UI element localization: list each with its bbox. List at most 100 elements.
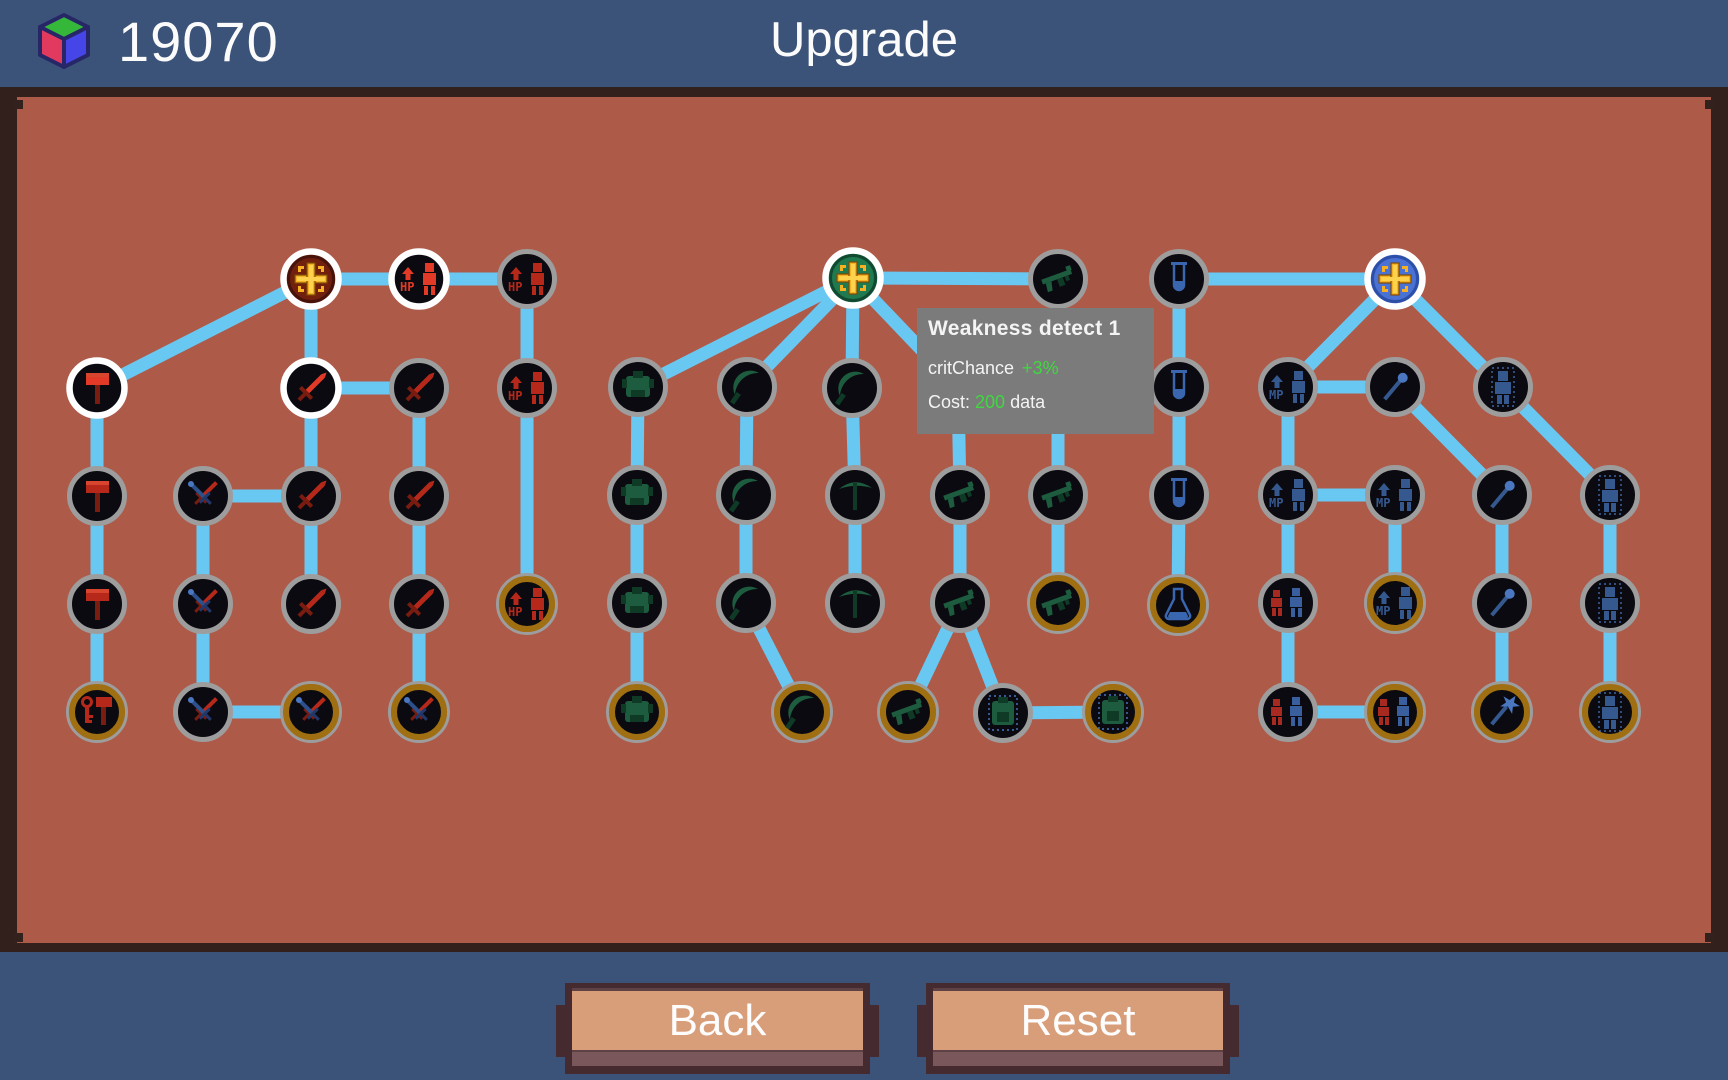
- skill-node-xswords-L13[interactable]: [173, 574, 233, 634]
- svg-text:MP: MP: [1269, 496, 1283, 510]
- skill-node-sword-L10[interactable]: [281, 466, 341, 526]
- tooltip-cost-row: Cost: 200 data: [928, 392, 1046, 412]
- skill-node-hp-L2[interactable]: HP: [388, 248, 450, 310]
- svg-text:HP: HP: [508, 605, 522, 619]
- person-icon: [1491, 367, 1515, 407]
- skill-node-keyhammer-L17[interactable]: [66, 681, 128, 743]
- wand-icon: [1490, 480, 1515, 509]
- armor-icon: [622, 371, 654, 397]
- skill-node-sword-L11[interactable]: [389, 466, 449, 526]
- skill-node-rifle-M23[interactable]: [877, 681, 939, 743]
- skill-node-sword-L5[interactable]: [280, 357, 342, 419]
- skill-node-xswords-L9[interactable]: [173, 466, 233, 526]
- hp-icon: HP: [508, 372, 544, 404]
- skill-node-sickle-M22[interactable]: [771, 681, 833, 743]
- skill-node-cross-R1[interactable]: [1364, 248, 1426, 310]
- skill-node-xswords-L19[interactable]: [280, 681, 342, 743]
- reset-button-label: Reset: [933, 988, 1223, 1050]
- sickle-icon: [784, 695, 814, 730]
- top-bar: 19070 Upgrade: [0, 0, 1728, 87]
- skill-node-sword-L15[interactable]: [389, 574, 449, 634]
- svg-text:MP: MP: [1269, 388, 1283, 402]
- mp-icon: MP: [1269, 371, 1305, 403]
- armor-icon: [621, 479, 653, 505]
- corner-pixel: [1705, 933, 1714, 942]
- skill-node-rifle-M13[interactable]: [1028, 465, 1088, 525]
- erlenmeyer-icon: [1164, 587, 1192, 621]
- wand-icon: [1490, 588, 1515, 617]
- skill-node-wand-R7[interactable]: [1472, 465, 1532, 525]
- skill-node-armor-M21[interactable]: [606, 681, 668, 743]
- rifle-icon: [1041, 589, 1073, 617]
- back-button[interactable]: Back: [556, 983, 879, 1074]
- skill-node-flask-M8[interactable]: [1149, 357, 1209, 417]
- skill-node-person-R4[interactable]: [1473, 357, 1533, 417]
- skill-node-wand-R3[interactable]: [1365, 357, 1425, 417]
- skill-node-hammer-L12[interactable]: [67, 574, 127, 634]
- skill-node-cross-M1[interactable]: [822, 247, 884, 309]
- corner-pixel: [1705, 100, 1714, 109]
- pair-icon: [1378, 697, 1409, 726]
- data-cube-icon: [38, 13, 90, 69]
- skill-node-pair-R13[interactable]: [1258, 682, 1318, 742]
- reset-button[interactable]: Reset: [917, 983, 1239, 1074]
- skill-node-flask-M14[interactable]: [1149, 465, 1209, 525]
- skill-node-xswords-L20[interactable]: [388, 681, 450, 743]
- skill-node-sickle-M5[interactable]: [717, 357, 777, 417]
- skill-node-pair-R9[interactable]: [1258, 573, 1318, 633]
- page-title: Upgrade: [770, 13, 958, 67]
- skill-node-rifle-M2[interactable]: [1028, 249, 1088, 309]
- skill-node-hp-L16[interactable]: HP: [496, 573, 558, 635]
- skill-node-erlenmeyer-M20[interactable]: [1147, 574, 1209, 636]
- keyhammer-icon: [81, 696, 112, 725]
- skill-node-person-R12[interactable]: [1580, 573, 1640, 633]
- tooltip-stat-row: critChance+3%: [928, 358, 1059, 378]
- skill-node-rifle-M19[interactable]: [1027, 572, 1089, 634]
- mp-icon: MP: [1376, 479, 1412, 511]
- skill-node-sword-L6[interactable]: [389, 358, 449, 418]
- sickle-icon: [728, 586, 758, 621]
- xswords-icon: [403, 696, 434, 721]
- skill-node-sword-L14[interactable]: [281, 574, 341, 634]
- skill-link: [94, 273, 314, 394]
- skill-node-armor-M4[interactable]: [608, 357, 668, 417]
- skill-node-sickle-M6[interactable]: [822, 358, 882, 418]
- skill-node-flask-M3[interactable]: [1149, 249, 1209, 309]
- skill-node-mace-R15[interactable]: [1471, 681, 1533, 743]
- skill-node-pair-R14[interactable]: [1364, 681, 1426, 743]
- sickle-icon: [729, 370, 759, 405]
- corner-pixel: [14, 933, 23, 942]
- reset-button-shadow: [933, 1050, 1223, 1066]
- skill-node-cross-L1[interactable]: [280, 248, 342, 310]
- sickle-icon: [728, 478, 758, 513]
- rifle-icon: [1041, 481, 1073, 509]
- skill-node-scythe-M17[interactable]: [825, 573, 885, 633]
- skill-node-hp-L3[interactable]: HP: [497, 249, 557, 309]
- cross-icon: [836, 261, 870, 295]
- skill-node-mp-R5[interactable]: MP: [1258, 465, 1318, 525]
- skill-node-armor-M9[interactable]: [607, 465, 667, 525]
- skill-node-sickle-M16[interactable]: [716, 573, 776, 633]
- vest-icon: [988, 695, 1018, 731]
- skill-node-wand-R11[interactable]: [1472, 573, 1532, 633]
- hammer-icon: [86, 481, 109, 512]
- skill-node-vest-M25[interactable]: [1082, 681, 1144, 743]
- skill-node-hammer-L8[interactable]: [67, 466, 127, 526]
- skill-node-mp-R10[interactable]: MP: [1364, 572, 1426, 634]
- skill-node-scythe-M11[interactable]: [825, 465, 885, 525]
- xswords-icon: [187, 696, 218, 721]
- skill-node-person-R8[interactable]: [1580, 465, 1640, 525]
- skill-node-mp-R6[interactable]: MP: [1365, 465, 1425, 525]
- skill-node-rifle-M12[interactable]: [930, 465, 990, 525]
- skill-node-mp-R2[interactable]: MP: [1258, 357, 1318, 417]
- xswords-icon: [187, 588, 218, 613]
- skill-node-vest-M24[interactable]: [973, 683, 1033, 743]
- skill-node-armor-M15[interactable]: [607, 573, 667, 633]
- skill-node-rifle-M18[interactable]: [930, 573, 990, 633]
- skill-node-xswords-L18[interactable]: [173, 682, 233, 742]
- svg-text:MP: MP: [1376, 604, 1390, 618]
- skill-node-person-R16[interactable]: [1579, 681, 1641, 743]
- skill-node-hp-L7[interactable]: HP: [497, 358, 557, 418]
- skill-node-sickle-M10[interactable]: [716, 465, 776, 525]
- skill-node-hammer-L4[interactable]: [66, 357, 128, 419]
